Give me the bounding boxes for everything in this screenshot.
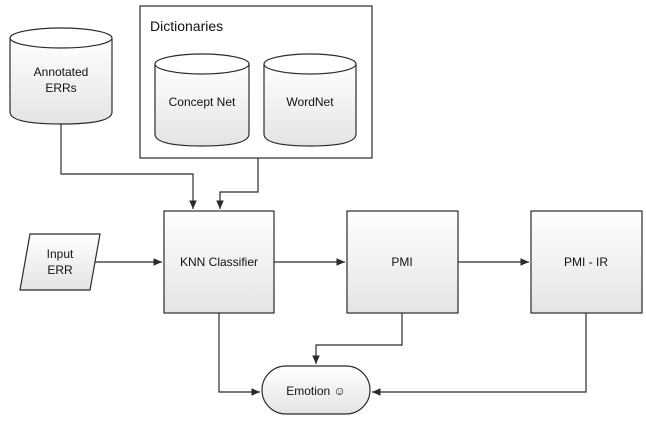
emotion-node: Emotion ☺ (261, 365, 371, 415)
connector-pmi-ir-to-emotion (372, 313, 587, 396)
connector-dictionaries-to-knn (216, 158, 259, 209)
pmi-ir-label: PMI - IR (564, 255, 608, 269)
emotion-label: Emotion ☺ (286, 384, 346, 398)
connector-pmi-to-emotion (312, 313, 403, 364)
concept-net-database: Concept Net (154, 53, 250, 147)
annotated-errs-database: Annotated ERRs (9, 27, 113, 125)
input-err-node: Input ERR (19, 233, 101, 291)
knn-classifier-node: KNN Classifier (163, 210, 275, 314)
connector-annotated-to-knn (60, 124, 197, 209)
wordnet-label: WordNet (286, 95, 334, 109)
concept-net-label: Concept Net (169, 95, 236, 109)
knn-classifier-label: KNN Classifier (180, 255, 258, 269)
input-err-label-line1: Input (47, 247, 74, 261)
wordnet-database: WordNet (263, 53, 357, 147)
annotated-errs-label-line2: ERRs (45, 81, 76, 95)
pmi-label: PMI (391, 255, 412, 269)
dictionaries-title: Dictionaries (150, 18, 223, 34)
pmi-node: PMI (346, 210, 459, 314)
annotated-errs-label-line1: Annotated (34, 65, 89, 79)
connector-knn-to-emotion (218, 313, 260, 396)
pmi-ir-node: PMI - IR (530, 210, 643, 314)
input-err-label-line2: ERR (47, 263, 73, 277)
